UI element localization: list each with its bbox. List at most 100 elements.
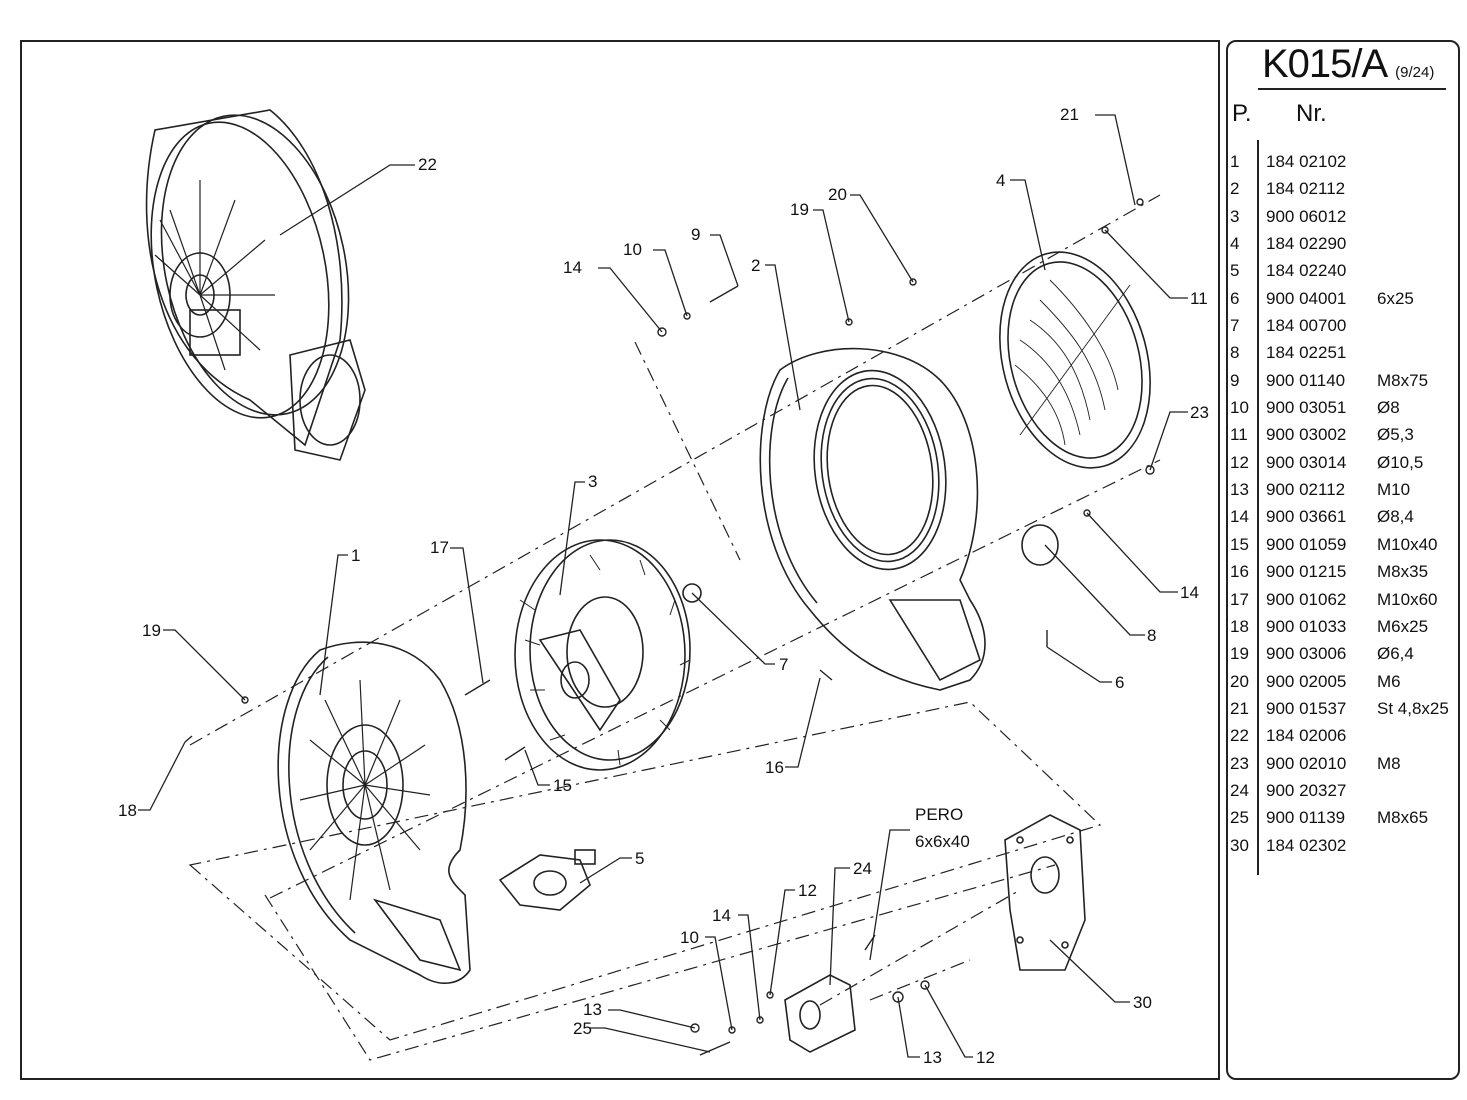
- part-position: 17: [1230, 589, 1249, 609]
- part-position: 10: [1230, 398, 1249, 418]
- callout-24: 24: [853, 859, 872, 878]
- part-position: 21: [1230, 698, 1249, 718]
- exploded-view-drawing: 22 21 20 19 4 14 10 9 2 11 23 3 17 1 19 …: [118, 105, 1209, 1067]
- part-position: 22: [1230, 726, 1249, 746]
- part-position: 9: [1230, 370, 1240, 390]
- callout-17: 17: [430, 538, 449, 557]
- part-number: 900 02112: [1266, 480, 1346, 500]
- part-30-mounting-plate: [1004, 814, 1086, 971]
- part-number: 184 02240: [1266, 261, 1347, 281]
- part-size: M8x35: [1377, 562, 1429, 582]
- part-position: 30: [1230, 835, 1249, 855]
- parts-list-frame: [1226, 40, 1460, 1080]
- table-row: 7 184 00700: [1230, 316, 1458, 343]
- part-number: 900 03002: [1266, 425, 1347, 445]
- part-size: M8: [1377, 753, 1401, 773]
- part-position: 19: [1230, 644, 1249, 664]
- part-size: M10x60: [1377, 589, 1438, 609]
- callout-1: 1: [351, 546, 360, 565]
- callout-20: 20: [828, 185, 847, 204]
- callout-10-bottom: 10: [680, 928, 699, 947]
- part-position: 7: [1230, 316, 1240, 336]
- part-number: 900 01059: [1266, 534, 1347, 554]
- callout-19-top: 19: [790, 200, 809, 219]
- callout-23: 23: [1190, 403, 1209, 422]
- part-position: 4: [1230, 234, 1240, 254]
- callout-7: 7: [779, 655, 788, 674]
- sheet-title: K015/A (9/24): [1262, 42, 1434, 87]
- part-number: 900 04001: [1266, 288, 1347, 308]
- part-24-coupling: [784, 974, 856, 1053]
- callout-labels: 22 21 20 19 4 14 10 9 2 11 23 3 17 1 19 …: [118, 105, 1209, 1067]
- part-size: M10: [1377, 480, 1411, 500]
- callout-12-mid: 12: [798, 881, 817, 900]
- part-number: 900 06012: [1266, 206, 1347, 226]
- table-row: 10 900 03051 Ø8: [1230, 398, 1458, 425]
- part-position: 8: [1230, 343, 1240, 363]
- sheet-code: K015/A: [1262, 42, 1386, 86]
- callout-3: 3: [588, 472, 597, 491]
- part-position: 18: [1230, 616, 1249, 636]
- part-position: 5: [1230, 261, 1240, 281]
- part-number: 184 02302: [1266, 835, 1347, 855]
- part-size: Ø8: [1377, 398, 1400, 418]
- header-pos: P.: [1232, 100, 1252, 127]
- part-size: Ø5,3: [1377, 425, 1414, 445]
- sheet-page: (9/24): [1395, 64, 1435, 81]
- table-row: 8 184 02251: [1230, 343, 1458, 370]
- callout-5: 5: [635, 849, 644, 868]
- part-number: 184 00700: [1266, 316, 1347, 336]
- part-position: 15: [1230, 534, 1249, 554]
- table-row: 15 900 01059 M10x40: [1230, 535, 1458, 562]
- part-number: 900 03014: [1266, 452, 1347, 472]
- note-pero-size: 6x6x40: [915, 832, 970, 851]
- table-row: 19 900 03006 Ø6,4: [1230, 644, 1458, 671]
- part-number: 900 03051: [1266, 398, 1347, 418]
- part-number: 184 02290: [1266, 234, 1347, 254]
- part-size: M10x40: [1377, 534, 1438, 554]
- callout-22: 22: [418, 155, 437, 174]
- part-size: Ø6,4: [1377, 644, 1414, 664]
- callout-10-top: 10: [623, 240, 642, 259]
- callout-18: 18: [118, 801, 137, 820]
- table-row: 30 184 02302: [1230, 836, 1458, 863]
- note-pero: PERO: [915, 805, 963, 824]
- header-nr: Nr.: [1296, 100, 1327, 127]
- part-position: 14: [1230, 507, 1249, 527]
- part-number: 900 03006: [1266, 644, 1347, 664]
- part-position: 20: [1230, 671, 1249, 691]
- part-position: 11: [1230, 425, 1248, 445]
- part-number: 184 02251: [1266, 343, 1347, 363]
- part-number: 184 02102: [1266, 152, 1347, 171]
- callout-12-bottom: 12: [976, 1048, 995, 1067]
- part-1-front-housing: [277, 641, 471, 984]
- part-2-rear-housing: [759, 347, 986, 691]
- table-row: 23 900 02010 M8: [1230, 754, 1458, 781]
- callout-13-bottom: 13: [923, 1048, 942, 1067]
- callout-6: 6: [1115, 673, 1124, 692]
- part-position: 2: [1230, 179, 1240, 199]
- part-position: 3: [1230, 206, 1240, 226]
- part-size: M6x25: [1377, 616, 1429, 636]
- callout-25: 25: [573, 1019, 592, 1038]
- assembly-lines: [188, 194, 1161, 1061]
- part-size: Ø10,5: [1377, 452, 1424, 472]
- callout-16: 16: [765, 758, 784, 777]
- part-position: 16: [1230, 562, 1249, 582]
- callout-14-top: 14: [563, 258, 582, 277]
- part-position: 24: [1230, 780, 1249, 800]
- part-position: 6: [1230, 288, 1240, 308]
- part-position: 23: [1230, 753, 1249, 773]
- callout-14-bottom: 14: [712, 906, 731, 925]
- part-number: 900 02010: [1266, 753, 1347, 773]
